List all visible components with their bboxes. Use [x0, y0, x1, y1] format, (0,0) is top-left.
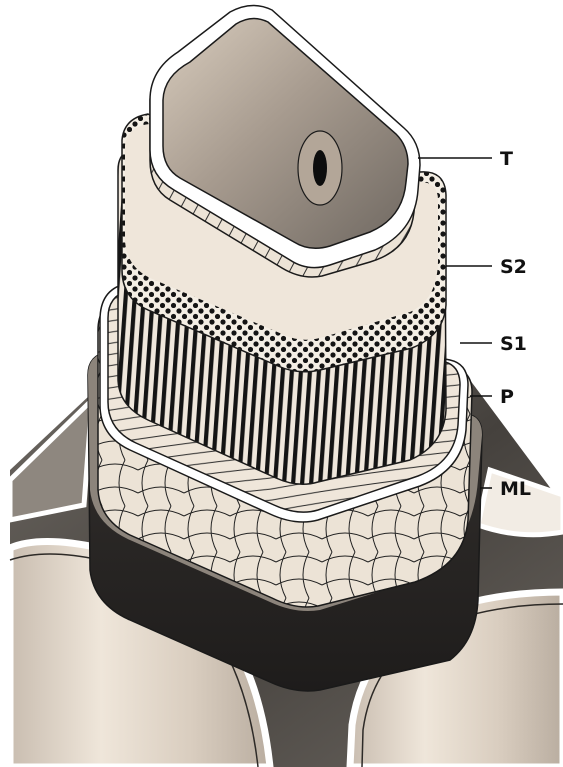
pit-aperture — [313, 150, 327, 186]
label-t: T — [500, 148, 513, 170]
label-s1: S1 — [500, 333, 527, 355]
label-ml: ML — [500, 478, 531, 500]
label-p: P — [500, 386, 514, 408]
label-s2: S2 — [500, 256, 527, 278]
